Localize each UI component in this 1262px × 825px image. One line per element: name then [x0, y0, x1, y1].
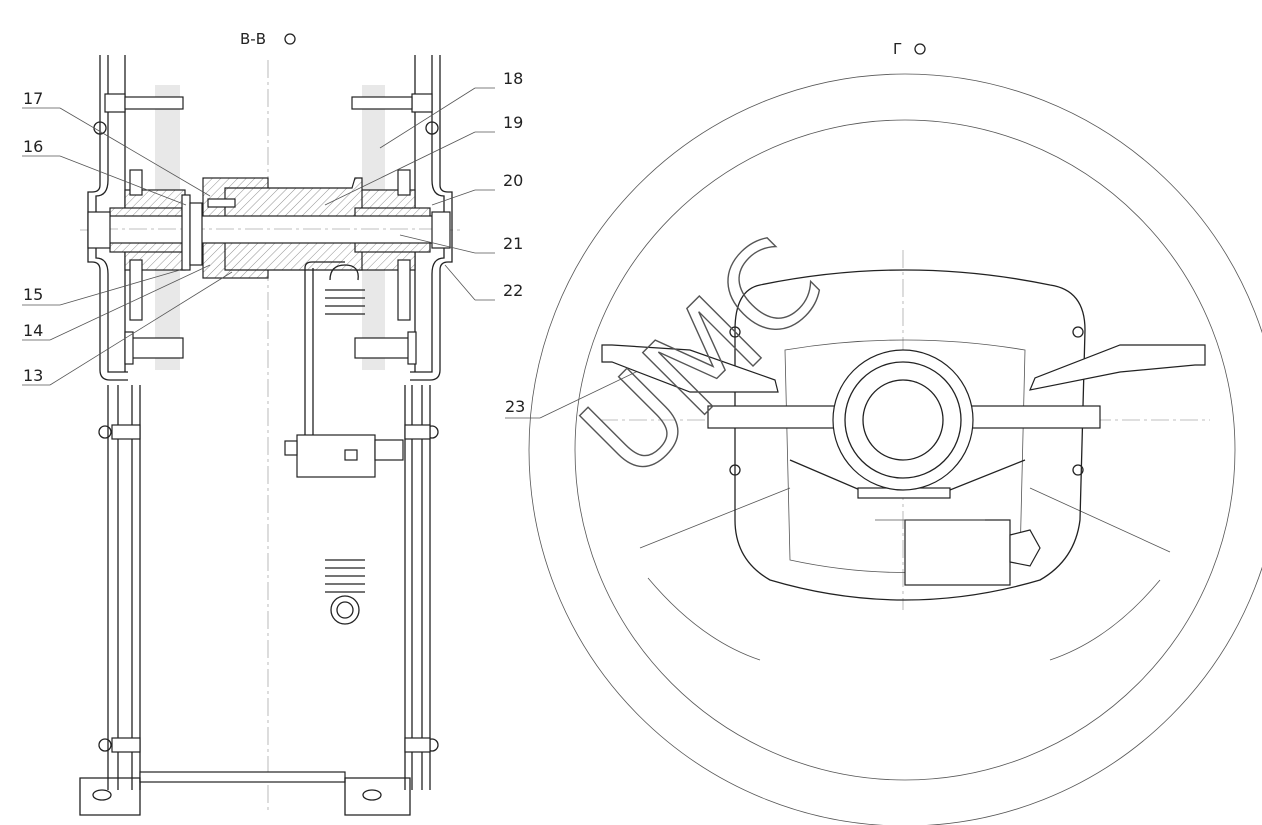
spring-lower [325, 559, 365, 625]
connector-box [904, 519, 1011, 586]
frame-left-outer [87, 55, 128, 381]
bolt [124, 96, 184, 110]
actuator-rod [304, 261, 345, 435]
callout-19: 19 [503, 113, 523, 132]
callout-14: 14 [23, 321, 43, 340]
callout-13: 13 [23, 366, 43, 385]
steering-wheel-outer [528, 73, 1262, 825]
pin [207, 198, 236, 208]
callout-15: 15 [23, 285, 43, 304]
crossbar [139, 771, 346, 783]
bolt-head [104, 93, 126, 113]
leader-lines [22, 87, 641, 419]
callout-20: 20 [503, 171, 523, 190]
washer [181, 194, 191, 271]
foot-right [344, 777, 411, 816]
view-marker-icon [284, 33, 296, 45]
view-marker-icon [914, 43, 926, 55]
callout-21: 21 [503, 234, 523, 253]
left-lever [601, 344, 779, 393]
spokes [639, 487, 1171, 661]
leg-right [404, 385, 431, 790]
frame-right-outer [410, 55, 453, 381]
right-lever [1029, 344, 1206, 391]
view-title: Г [893, 40, 902, 58]
foot-left [79, 777, 141, 816]
leg-left [107, 385, 141, 790]
actuator-cylinder [296, 434, 376, 478]
watermark: UMC [556, 213, 849, 506]
spring-upper [325, 264, 365, 315]
callout-17: 17 [23, 89, 43, 108]
column-housing [734, 269, 1086, 601]
hex-nut [1009, 529, 1041, 567]
steering-wheel-inner [574, 119, 1236, 781]
section-view [79, 55, 460, 816]
callout-16: 16 [23, 137, 43, 156]
section-title: В-В [240, 30, 266, 48]
shaft [107, 215, 439, 244]
hub-circle [832, 349, 974, 491]
steering-view [528, 73, 1262, 825]
callout-18: 18 [503, 69, 523, 88]
callout-23: 23 [505, 397, 525, 416]
nut [87, 211, 111, 249]
callout-22: 22 [503, 281, 523, 300]
